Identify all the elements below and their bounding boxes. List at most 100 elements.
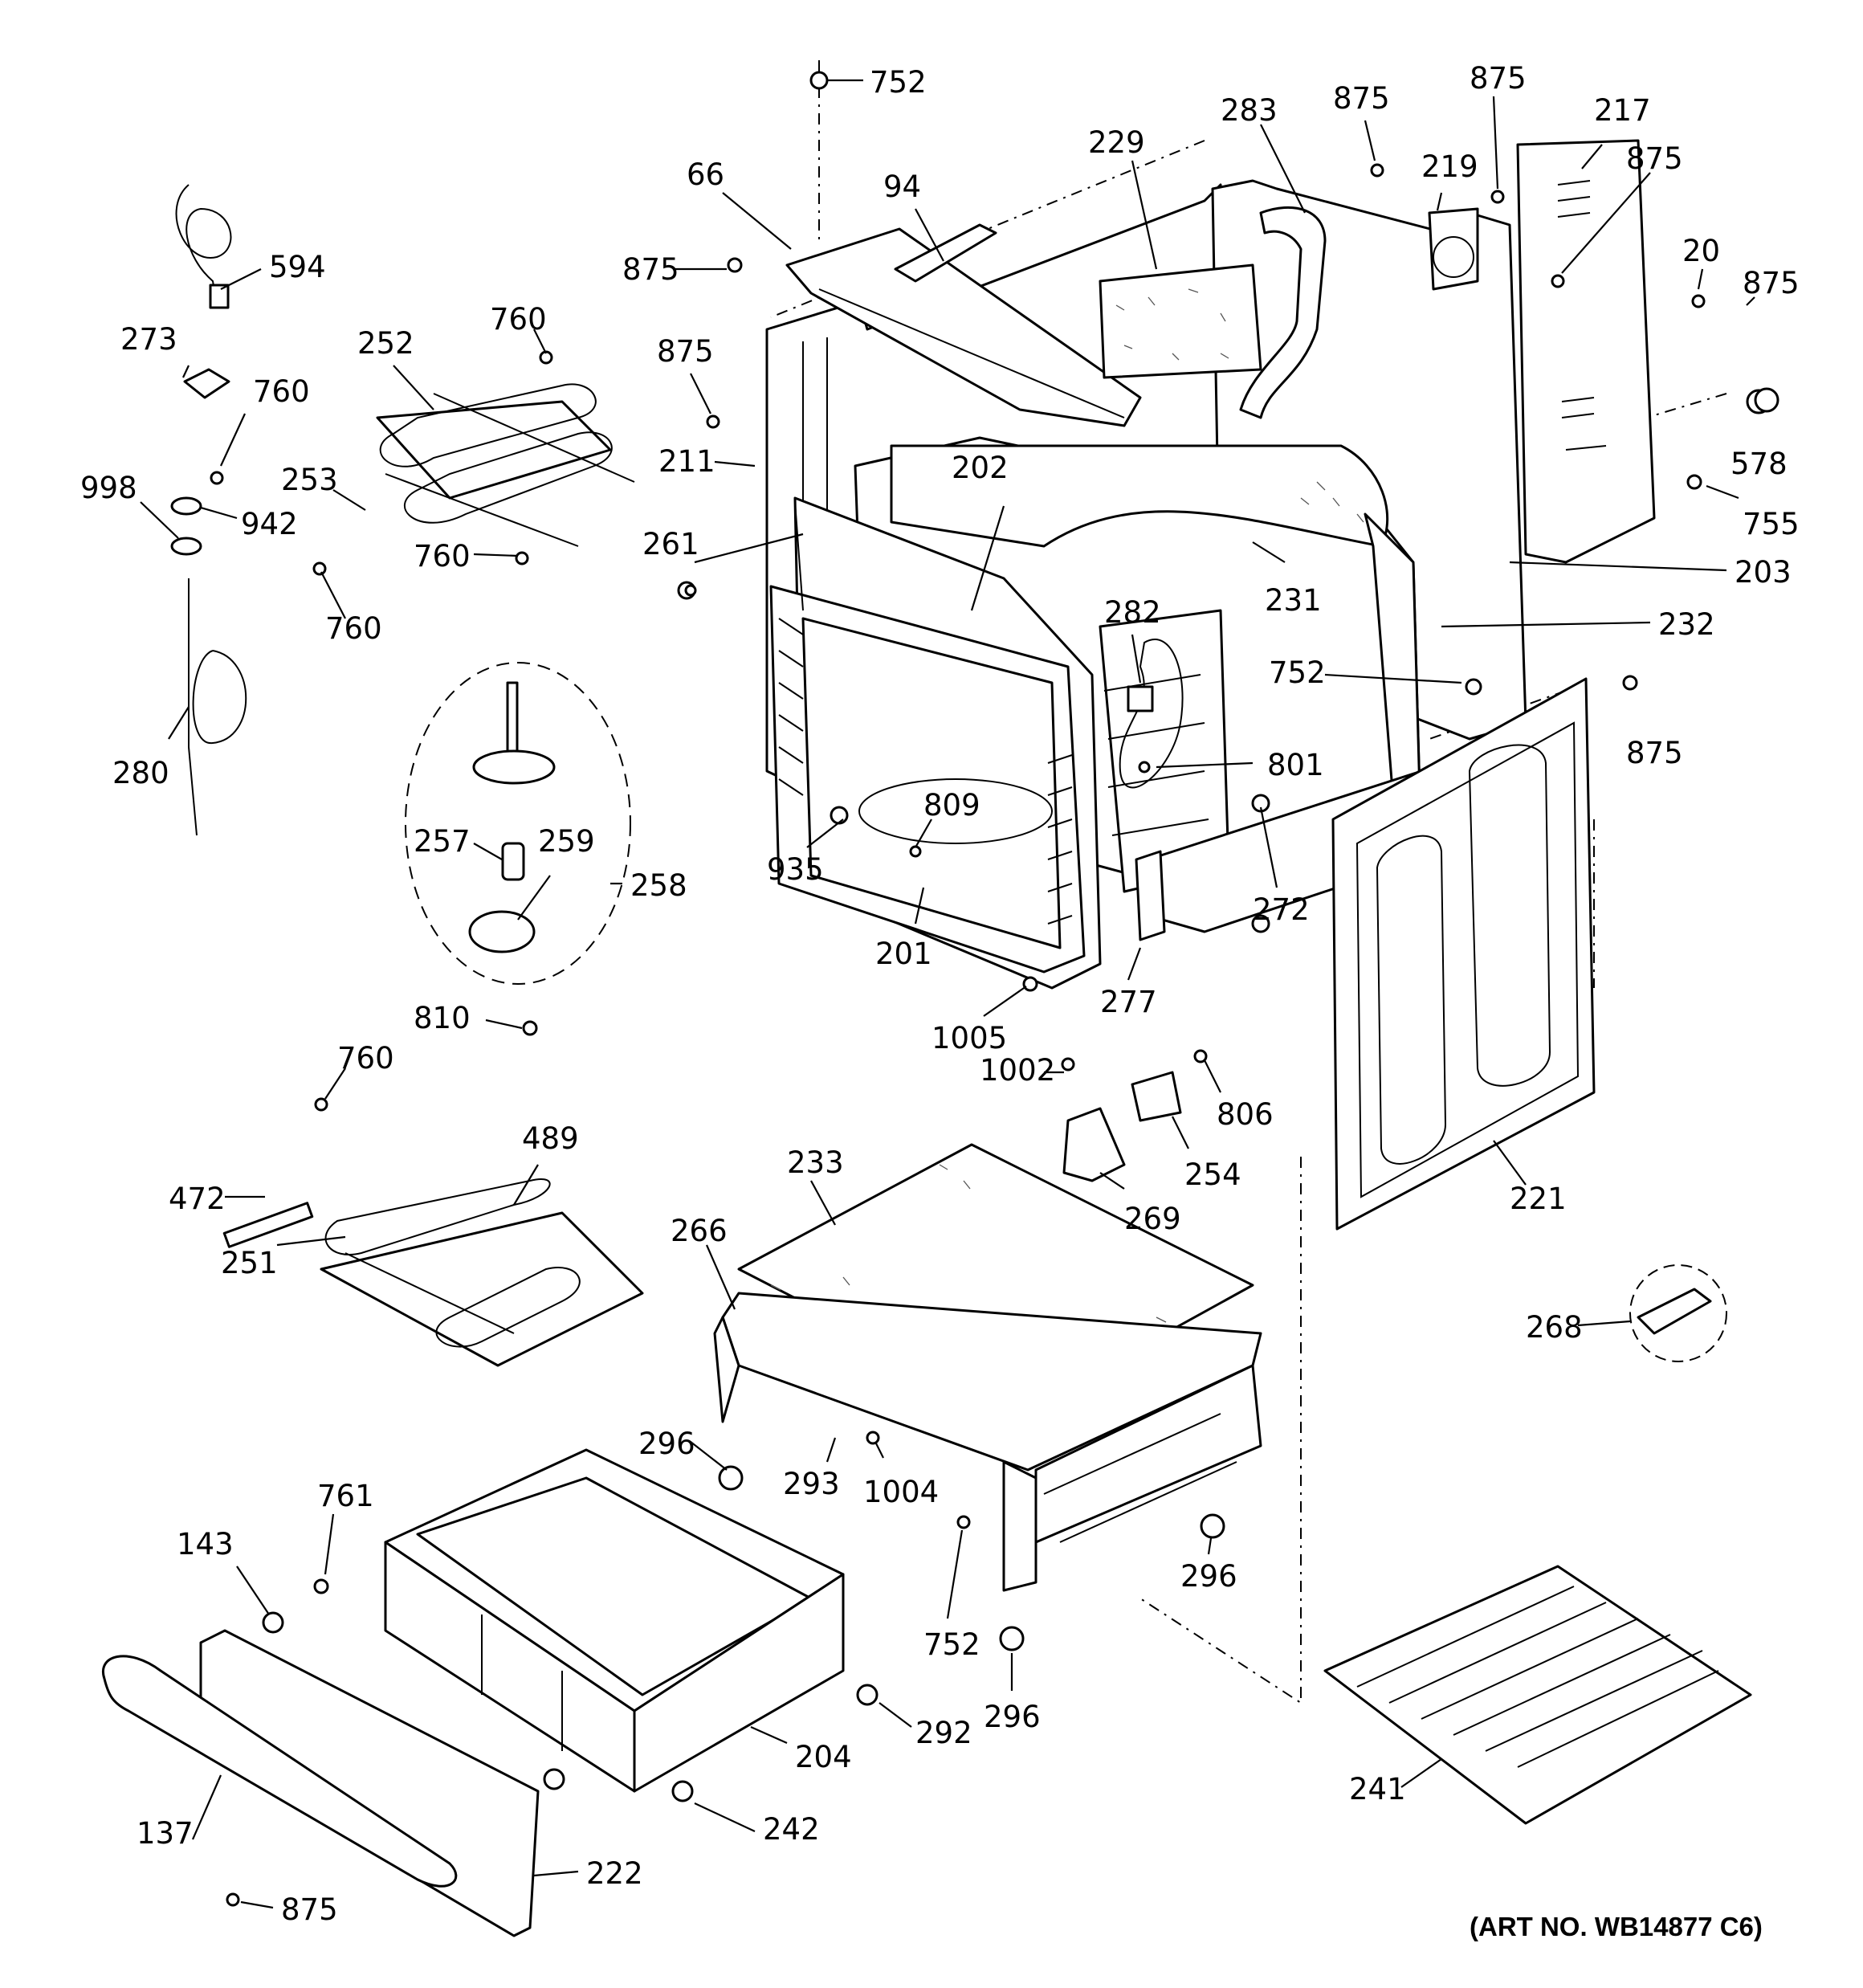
callout-761: 761 [317, 1479, 374, 1513]
callout-137: 137 [137, 1816, 194, 1851]
sensor-bracket [1127, 685, 1154, 712]
callout-268: 268 [1526, 1310, 1583, 1345]
callout-282: 282 [1104, 595, 1161, 630]
callout-875: 875 [1743, 266, 1800, 300]
callout-254: 254 [1184, 1157, 1241, 1192]
callout-760: 760 [414, 539, 471, 574]
convection-fan-group [405, 662, 631, 985]
callout-233: 233 [787, 1145, 844, 1180]
callout-20: 20 [1682, 234, 1720, 268]
callout-217: 217 [1594, 93, 1651, 128]
leader-lines [140, 79, 1755, 1909]
callout-1005: 1005 [932, 1021, 1007, 1055]
terminal-block-254 [1131, 1071, 1182, 1122]
callout-801: 801 [1267, 748, 1324, 782]
callout-201: 201 [875, 937, 932, 971]
hardware [210, 71, 1779, 1907]
support-rail [894, 223, 997, 283]
callout-1002: 1002 [980, 1053, 1055, 1088]
callout-259: 259 [538, 824, 595, 859]
terminal-block [183, 368, 230, 399]
storage-drawer [384, 1448, 845, 1793]
vent-duct [1239, 206, 1327, 419]
callout-594: 594 [269, 250, 326, 284]
fan-cover [1428, 207, 1479, 291]
callout-266: 266 [671, 1214, 728, 1248]
callout-292: 292 [915, 1716, 972, 1750]
callout-760: 760 [253, 374, 310, 409]
callout-94: 94 [883, 169, 921, 204]
callout-296: 296 [984, 1700, 1041, 1734]
sensor-probe [188, 578, 247, 836]
callout-809: 809 [923, 788, 980, 823]
callout-241: 241 [1349, 1772, 1406, 1806]
callout-760: 760 [325, 611, 382, 646]
callout-935: 935 [767, 852, 824, 887]
callout-875: 875 [657, 334, 714, 369]
callout-489: 489 [522, 1121, 579, 1156]
drawer-support-frame [713, 1292, 1262, 1592]
fan-blade [468, 910, 536, 953]
liner-top-insulation [890, 444, 1389, 548]
callout-283: 283 [1221, 93, 1278, 128]
callout-204: 204 [795, 1740, 852, 1774]
side-panel-right [1516, 139, 1656, 564]
callout-229: 229 [1088, 125, 1145, 160]
callout-labels: 752 66 94 875 875 211 229 283 875 219 87… [80, 61, 1800, 1927]
oven-front-frame [769, 496, 1102, 990]
fan-motor [472, 749, 556, 785]
callout-293: 293 [783, 1467, 840, 1501]
callout-222: 222 [586, 1856, 643, 1891]
callout-296: 296 [638, 1427, 695, 1461]
callout-875: 875 [1626, 141, 1683, 176]
hinge-receiver [1135, 850, 1166, 941]
nut [170, 496, 202, 516]
callout-221: 221 [1510, 1182, 1567, 1216]
callout-231: 231 [1265, 583, 1322, 618]
callout-875: 875 [281, 1892, 338, 1927]
callout-578: 578 [1731, 447, 1788, 481]
callout-755: 755 [1743, 507, 1800, 541]
callout-875: 875 [1470, 61, 1527, 96]
wire-coil [175, 184, 232, 306]
callout-875: 875 [1626, 736, 1683, 770]
connector [209, 284, 230, 309]
callout-258: 258 [630, 868, 687, 903]
callout-232: 232 [1658, 607, 1715, 642]
drawer-handle [102, 1655, 458, 1888]
callout-273: 273 [120, 322, 177, 357]
callout-752: 752 [1269, 655, 1326, 690]
callout-211: 211 [658, 444, 715, 479]
callout-257: 257 [414, 824, 471, 859]
bake-element [222, 1178, 644, 1367]
fan-motor-shaft [506, 681, 519, 757]
callout-219: 219 [1421, 149, 1478, 184]
callout-752: 752 [870, 65, 927, 100]
callout-875: 875 [622, 252, 679, 287]
callout-760: 760 [337, 1041, 394, 1076]
callout-472: 472 [169, 1182, 226, 1216]
callout-202: 202 [952, 451, 1009, 485]
broil-element [376, 383, 635, 547]
callout-66: 66 [687, 157, 724, 192]
callout-752: 752 [923, 1627, 980, 1662]
top-rail [785, 227, 1142, 427]
callout-810: 810 [414, 1001, 471, 1035]
illustration [102, 60, 1779, 1937]
oven-rack [1323, 1565, 1752, 1825]
callout-760: 760 [490, 302, 547, 337]
callout-1004: 1004 [863, 1475, 939, 1509]
callout-277: 277 [1100, 985, 1157, 1019]
callout-272: 272 [1253, 892, 1310, 927]
side-panel-left [1331, 677, 1596, 1231]
callout-253: 253 [281, 463, 338, 497]
callout-242: 242 [763, 1812, 820, 1847]
fan-spacer [501, 842, 525, 881]
callout-280: 280 [112, 756, 169, 790]
callout-261: 261 [642, 527, 699, 561]
callout-252: 252 [357, 326, 414, 361]
callout-143: 143 [177, 1527, 234, 1561]
callout-875: 875 [1333, 81, 1390, 116]
bracket-269 [1062, 1107, 1126, 1182]
